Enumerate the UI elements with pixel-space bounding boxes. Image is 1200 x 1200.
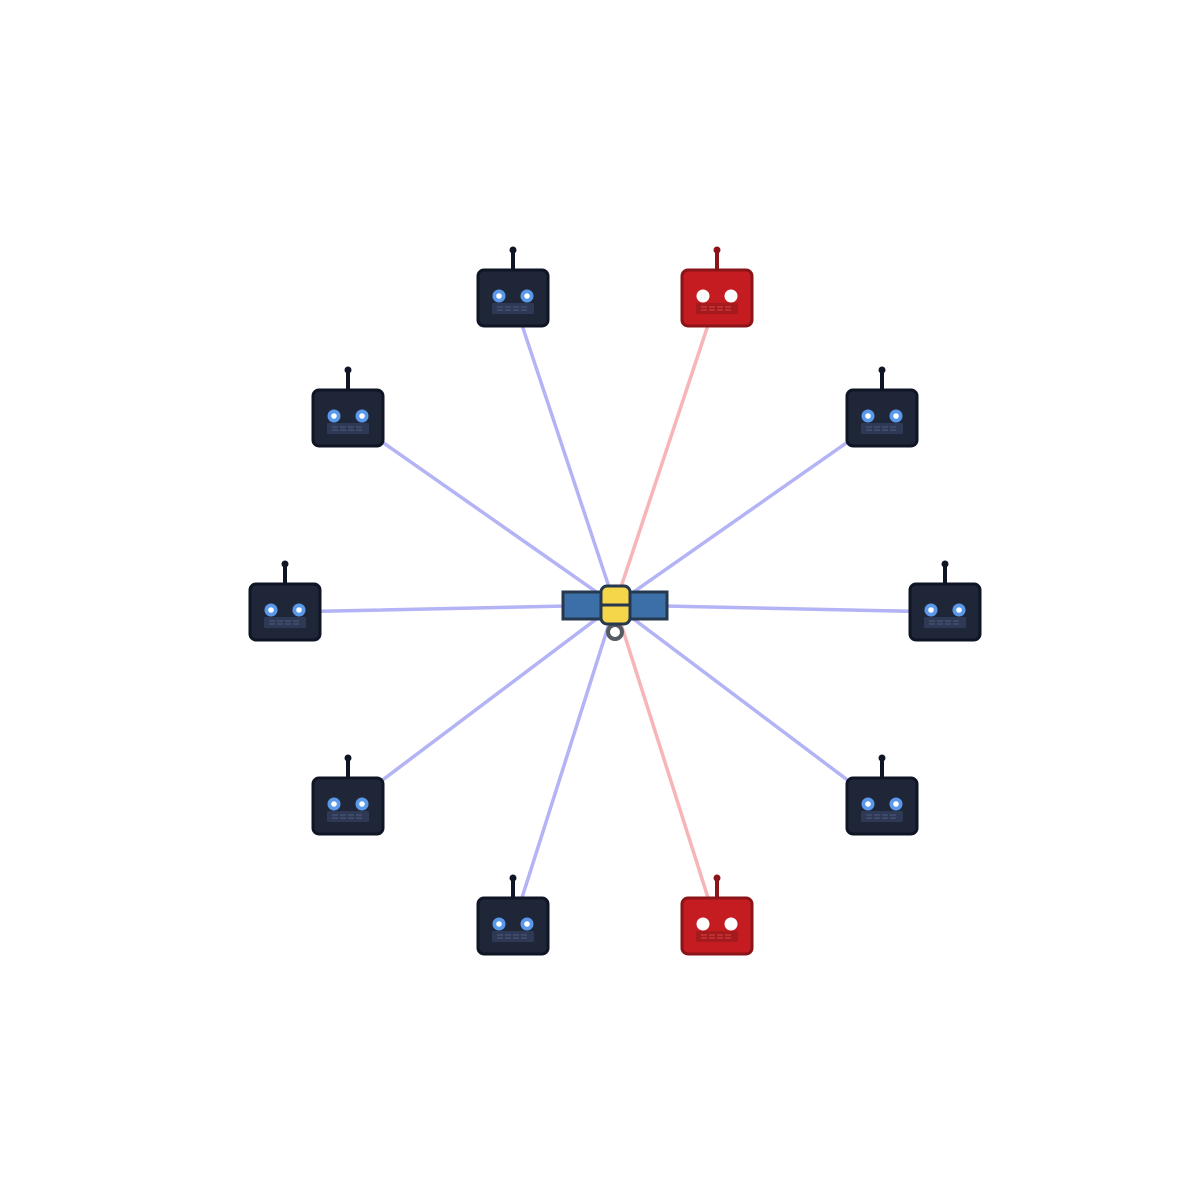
- robot-head-icon: [476, 268, 550, 328]
- robot-3-robot-icon: [908, 560, 982, 642]
- pupil-icon: [728, 293, 734, 299]
- pupil-icon: [296, 607, 302, 613]
- antenna-tip-icon: [713, 874, 721, 882]
- link-hub-robot-7: [346, 603, 617, 808]
- antenna-tip-icon: [509, 246, 517, 254]
- antenna-tip-icon: [878, 754, 886, 762]
- robot-mouth-icon: [861, 423, 903, 434]
- link-hub-robot-8: [283, 603, 617, 614]
- robot-9-robot-icon: [311, 366, 385, 448]
- antenna-tip-icon: [941, 560, 949, 568]
- pupil-icon: [359, 413, 365, 419]
- robot-2-robot-icon: [845, 366, 919, 448]
- robot-head-icon: [845, 776, 919, 836]
- antenna-tip-icon: [344, 366, 352, 374]
- pupil-icon: [496, 921, 502, 927]
- pupil-icon: [728, 921, 734, 927]
- antenna-tip-icon: [878, 366, 886, 374]
- robot-8-robot-icon: [248, 560, 322, 642]
- robot-1-robot-icon: [680, 246, 754, 328]
- link-hub-robot-6: [511, 603, 617, 928]
- robot-4-robot-icon: [845, 754, 919, 836]
- antenna-tip-icon: [509, 874, 517, 882]
- pupil-icon: [893, 801, 899, 807]
- link-hub-robot-10: [511, 296, 617, 607]
- links-layer: [283, 296, 947, 928]
- dish-icon: [606, 623, 624, 641]
- pupil-icon: [524, 293, 530, 299]
- pupil-icon: [928, 607, 934, 613]
- robot-mouth-icon: [492, 931, 534, 942]
- link-hub-robot-1: [613, 296, 719, 607]
- link-hub-robot-3: [613, 603, 947, 614]
- robot-mouth-icon: [264, 617, 306, 628]
- robot-6-robot-icon: [476, 874, 550, 956]
- pupil-icon: [865, 801, 871, 807]
- robot-mouth-icon: [327, 811, 369, 822]
- pupil-icon: [700, 921, 706, 927]
- robot-head-icon: [908, 582, 982, 642]
- robot-head-icon: [845, 388, 919, 448]
- satellite-icon: [561, 584, 669, 641]
- robot-mouth-icon: [861, 811, 903, 822]
- pupil-icon: [359, 801, 365, 807]
- robot-mouth-icon: [696, 931, 738, 942]
- robot-mouth-icon: [327, 423, 369, 434]
- robot-5-robot-icon: [680, 874, 754, 956]
- pupil-icon: [865, 413, 871, 419]
- link-hub-robot-2: [613, 416, 884, 607]
- link-hub-robot-5: [613, 603, 719, 928]
- antenna-tip-icon: [281, 560, 289, 568]
- robot-head-icon: [311, 776, 385, 836]
- robot-7-robot-icon: [311, 754, 385, 836]
- pupil-icon: [496, 293, 502, 299]
- robot-head-icon: [248, 582, 322, 642]
- robot-head-icon: [311, 388, 385, 448]
- robot-mouth-icon: [696, 303, 738, 314]
- antenna-tip-icon: [344, 754, 352, 762]
- robot-10-robot-icon: [476, 246, 550, 328]
- link-hub-robot-9: [346, 416, 617, 607]
- pupil-icon: [268, 607, 274, 613]
- link-hub-robot-4: [613, 603, 884, 808]
- pupil-icon: [956, 607, 962, 613]
- robot-mouth-icon: [492, 303, 534, 314]
- pupil-icon: [700, 293, 706, 299]
- robot-nodes-layer: [248, 246, 982, 956]
- antenna-tip-icon: [713, 246, 721, 254]
- robot-head-icon: [680, 896, 754, 956]
- robot-head-icon: [476, 896, 550, 956]
- pupil-icon: [331, 801, 337, 807]
- pupil-icon: [524, 921, 530, 927]
- pupil-icon: [893, 413, 899, 419]
- robot-mouth-icon: [924, 617, 966, 628]
- pupil-icon: [331, 413, 337, 419]
- robot-head-icon: [680, 268, 754, 328]
